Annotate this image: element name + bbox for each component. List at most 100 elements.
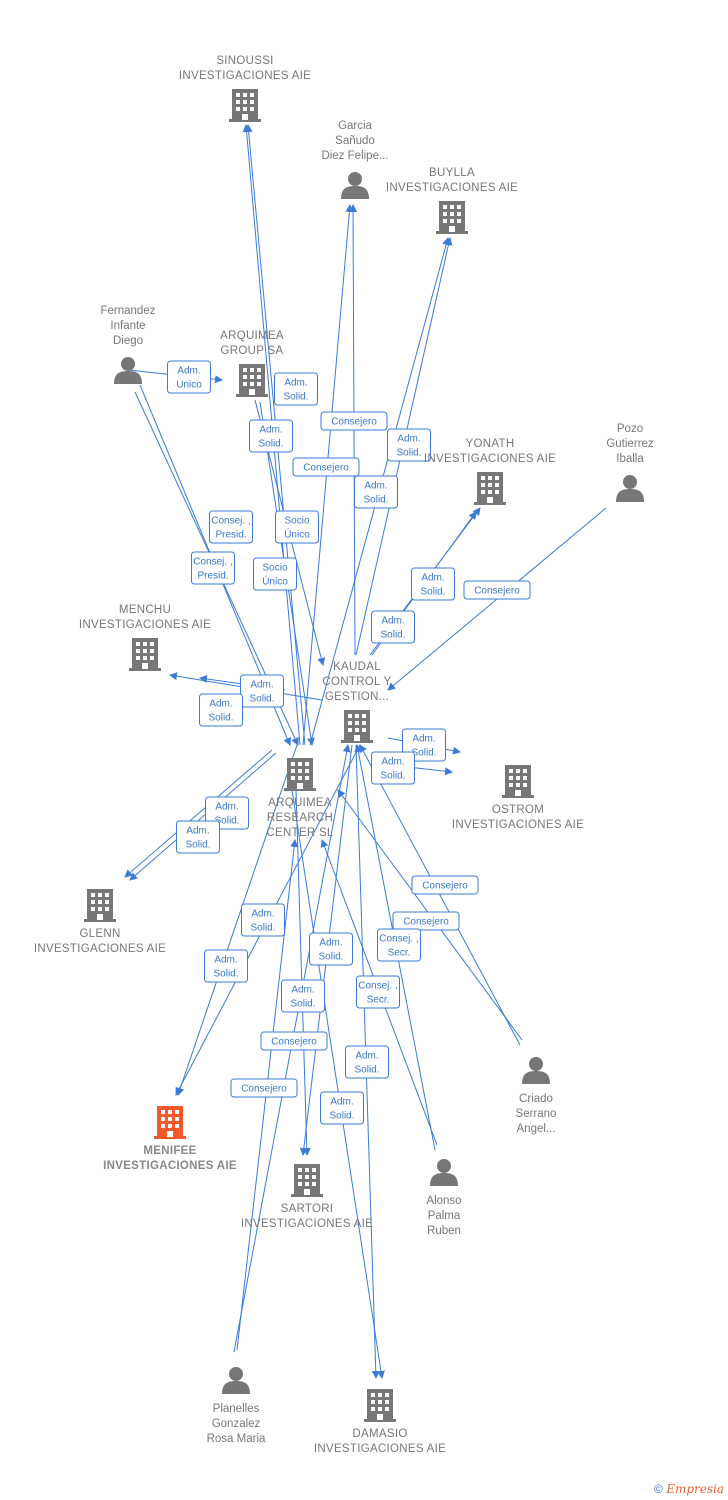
node-label: GROUP SA xyxy=(221,345,284,357)
edge-label-text: Solid. xyxy=(213,969,238,980)
edge-label-adm-solid-12[interactable]: Adm.Solid. xyxy=(176,820,220,854)
building-icon[interactable] xyxy=(364,1389,396,1422)
node-label: Serrano xyxy=(516,1108,557,1120)
node-label: Gutierrez xyxy=(606,438,654,450)
edge-label-adm-solid-8[interactable]: Adm.Solid. xyxy=(199,693,243,727)
person-icon[interactable] xyxy=(222,1367,250,1394)
building-icon[interactable] xyxy=(474,472,506,505)
edge-label-text: Solid. xyxy=(208,713,233,724)
edge-label-text: Solid. xyxy=(214,816,239,827)
edge-label-text: Adm. xyxy=(381,616,404,627)
building-icon[interactable] xyxy=(236,364,268,397)
building-icon[interactable] xyxy=(229,89,261,122)
edge-label-text: Consej. , xyxy=(358,981,397,992)
node-label: INVESTIGACIONES AIE xyxy=(452,819,584,831)
edge-label-consej-presid-2[interactable]: Consej. ,Presid. xyxy=(191,551,235,585)
building-icon[interactable] xyxy=(502,765,534,798)
edge-label-text: Solid. xyxy=(380,630,405,641)
edge-label-text: Solid. xyxy=(411,748,436,759)
node-label: Pozo xyxy=(617,423,643,435)
edge-label-adm-solid-6[interactable]: Adm. Solid. xyxy=(371,610,415,644)
edge-label-adm-solid-3[interactable]: Adm.Solid. xyxy=(387,428,431,462)
building-icon[interactable] xyxy=(291,1164,323,1197)
edge-label-adm-solid-15[interactable]: Adm.Solid. xyxy=(204,949,248,983)
node-criado[interactable]: CriadoSerranoAngel... xyxy=(516,1057,557,1135)
node-label: BUYLLA xyxy=(429,167,475,179)
edge-label-adm-solid-13[interactable]: Adm.Solid. xyxy=(241,903,285,937)
edge-label-adm-solid-17[interactable]: Adm.Solid. xyxy=(345,1045,389,1079)
edge-line xyxy=(129,752,277,881)
building-icon[interactable] xyxy=(436,201,468,234)
edge-label-adm-solid-10[interactable]: Adm.Solid. xyxy=(371,751,415,785)
edge-label-text: Consejero xyxy=(241,1084,287,1095)
edge-label-adm-unico[interactable]: Adm.Unico xyxy=(167,360,211,394)
edge-label-text: Consejero xyxy=(403,917,449,928)
edge-label-consej-secr-2[interactable]: Consej. , Secr. xyxy=(356,975,400,1009)
edge-label-adm-solid-2[interactable]: Adm.Solid. xyxy=(249,419,293,453)
edge-line xyxy=(359,744,521,1046)
edge-label-consejero-1[interactable]: Consejero xyxy=(320,411,388,431)
node-label: INVESTIGACIONES AIE xyxy=(103,1160,237,1172)
edge-label-consejero-2[interactable]: Consejero xyxy=(292,457,360,477)
edge-label-consej-presid-1[interactable]: Consej. ,Presid. xyxy=(209,510,253,544)
edge-label-consejero-7[interactable]: Consejero xyxy=(230,1078,298,1098)
person-icon[interactable] xyxy=(341,172,369,199)
edge-label-consej-secr-1[interactable]: Consej. ,Secr. xyxy=(377,928,421,962)
edge-label-consejero-3[interactable]: Consejero xyxy=(463,580,531,600)
edge-label-adm-solid-1[interactable]: Adm.Solid. xyxy=(274,372,318,406)
edge-label-adm-solid-14[interactable]: Adm.Solid. xyxy=(309,932,353,966)
person-icon[interactable] xyxy=(522,1057,550,1084)
edge-label-adm-solid-18[interactable]: Adm.Solid. xyxy=(320,1091,364,1125)
building-icon[interactable] xyxy=(84,889,116,922)
edge-label-text: Consejero xyxy=(303,463,349,474)
edge-label-text: Adm. xyxy=(421,573,444,584)
building-icon[interactable] xyxy=(341,710,373,743)
node-label: ARQUIMEA xyxy=(220,330,284,342)
node-arquimea_group[interactable]: ARQUIMEA GROUP SA xyxy=(220,330,284,397)
person-icon[interactable] xyxy=(616,475,644,502)
node-label: CONTROL Y xyxy=(322,676,391,688)
edge-label-adm-solid-7[interactable]: Adm.Solid. xyxy=(240,674,284,708)
node-label: YONATH xyxy=(466,438,515,450)
node-label: SARTORI xyxy=(281,1203,334,1215)
edge-label-adm-solid-16[interactable]: Adm.Solid. xyxy=(281,979,325,1013)
edge-label-text: Adm. xyxy=(319,938,342,949)
edge-label-text: Consejero xyxy=(271,1037,317,1048)
edge-label-consejero-5[interactable]: Consejero xyxy=(392,911,460,931)
footer-brand[interactable]: © Empresia xyxy=(654,1482,724,1496)
edge-label-text: Adm. xyxy=(355,1051,378,1062)
person-icon[interactable] xyxy=(114,357,142,384)
node-label: Garcia xyxy=(338,120,372,132)
node-label: Gonzalez xyxy=(212,1418,261,1430)
edge-label-adm-solid-5[interactable]: Adm.Solid. xyxy=(411,567,455,601)
edge-label-text: Adm. xyxy=(412,734,435,745)
edge-label-adm-solid-4[interactable]: Adm.Solid. xyxy=(354,475,398,509)
building-icon[interactable] xyxy=(154,1106,186,1139)
building-icon[interactable] xyxy=(284,758,316,791)
edge-label-consejero-6[interactable]: Consejero xyxy=(260,1031,328,1051)
node-label: Criado xyxy=(519,1093,553,1105)
building-icon[interactable] xyxy=(129,638,161,671)
person-icon[interactable] xyxy=(430,1159,458,1186)
edge-label-consejero-4[interactable]: Consejero xyxy=(411,875,479,895)
edge-label-text: Secr. xyxy=(367,995,390,1006)
